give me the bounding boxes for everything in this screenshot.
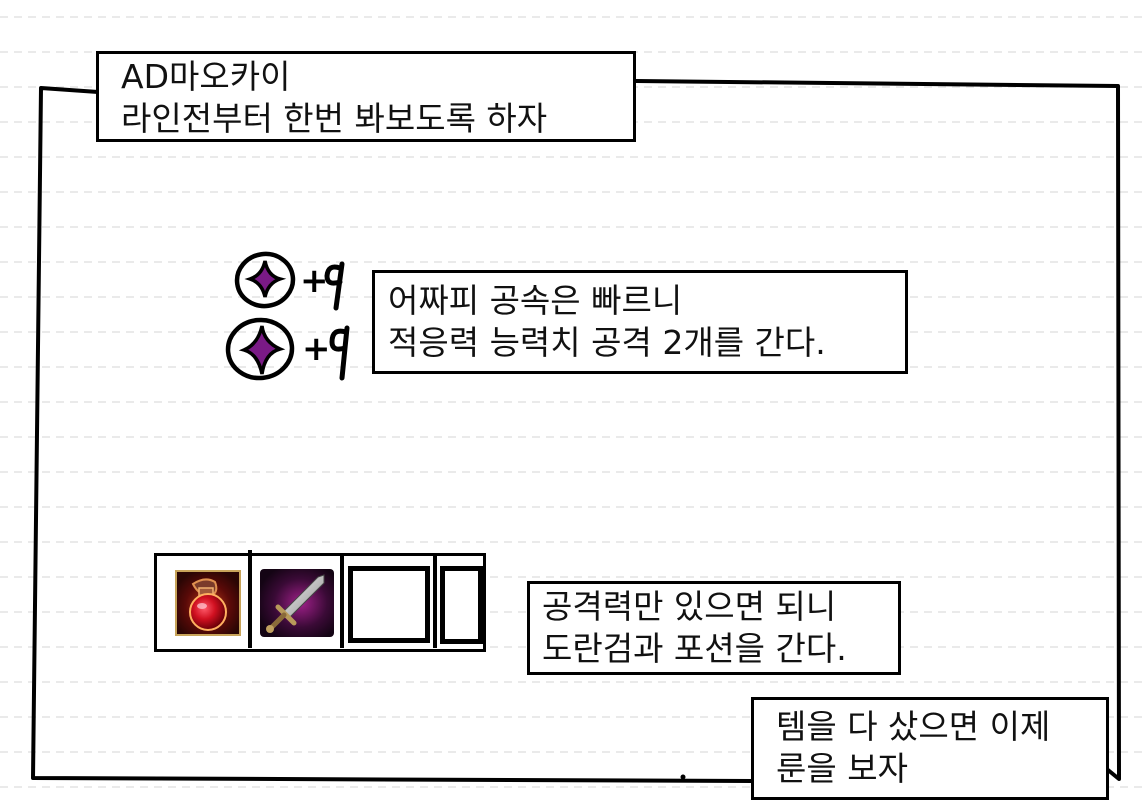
- svg-text:+: +: [300, 261, 329, 301]
- empty-item-slot[interactable]: [348, 566, 430, 643]
- adaptive-force-shard-icon: [234, 251, 296, 309]
- caption-items-line-1: 공격력만 있으면 되니: [542, 587, 837, 626]
- caption-intro: AD마오카이 라인전부터 한번 봐보도록 하자: [96, 51, 636, 142]
- empty-item-slot[interactable]: [440, 566, 483, 644]
- stat-shard-row-1: + +9: [234, 251, 345, 311]
- caption-outro-line-2: 룬을 보자: [776, 749, 908, 788]
- inventory-divider: [340, 554, 344, 648]
- caption-outro-line-1: 템을 다 샀으면 이제: [776, 707, 1051, 746]
- caption-outro: 템을 다 샀으면 이제 룬을 보자: [751, 697, 1109, 800]
- adaptive-force-shard-icon: [225, 317, 295, 381]
- stat-shard-row-2: + +9: [225, 317, 350, 381]
- inventory-divider: [433, 554, 437, 648]
- dorans-blade-icon[interactable]: [260, 569, 334, 637]
- svg-text:+: +: [302, 329, 331, 369]
- caption-intro-line-2: 라인전부터 한번 봐보도록 하자: [121, 99, 548, 138]
- health-potion-icon[interactable]: [175, 570, 241, 636]
- caption-items: 공격력만 있으면 되니 도란검과 포션을 간다.: [527, 581, 901, 675]
- caption-runes: 어짜피 공속은 빠르니 적응력 능력치 공격 2개를 간다.: [372, 270, 908, 374]
- caption-runes-line-2: 적응력 능력치 공격 2개를 간다.: [388, 323, 826, 362]
- item-inventory: [154, 550, 486, 652]
- caption-intro-line-1: AD마오카이: [121, 57, 291, 96]
- inventory-divider: [248, 550, 252, 648]
- caption-runes-line-1: 어짜피 공속은 빠르니: [388, 281, 683, 320]
- caption-items-line-2: 도란검과 포션을 간다.: [542, 629, 847, 668]
